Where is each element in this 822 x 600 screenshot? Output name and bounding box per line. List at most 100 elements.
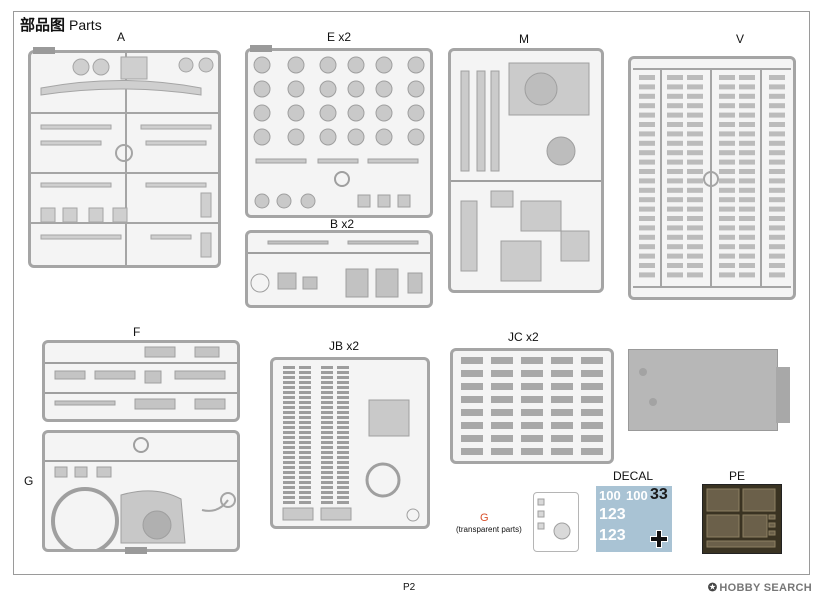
track-link [461, 409, 483, 416]
track-link [283, 456, 295, 459]
track-link [719, 216, 735, 221]
page-number: P2 [403, 582, 416, 593]
track-link [687, 178, 703, 184]
track-link [283, 491, 295, 494]
track-link [769, 103, 785, 109]
track-link [299, 401, 311, 404]
label-sprue-jb: JB x2 [329, 339, 360, 353]
track-link [321, 426, 333, 429]
track-link [299, 436, 311, 439]
track-link [667, 84, 683, 90]
balkenkreuz-icon [650, 530, 668, 548]
track-link [667, 122, 683, 127]
track-link [321, 466, 333, 469]
track-link [719, 93, 735, 99]
track-link [639, 206, 655, 212]
track-link [337, 441, 349, 444]
track-link [719, 159, 735, 165]
track-link [321, 481, 333, 484]
track-link [337, 461, 349, 464]
track-link [491, 370, 513, 377]
track-link [639, 225, 655, 231]
title-cn: 部品图 [20, 17, 66, 34]
track-link [639, 272, 655, 278]
track-link [299, 466, 311, 469]
track-link [739, 216, 755, 221]
track-link [639, 131, 655, 137]
track-link [551, 409, 573, 416]
track-link [739, 103, 755, 109]
decal-100-b: 100 [626, 488, 648, 503]
track-link [739, 253, 755, 259]
sprue-jb [270, 357, 430, 529]
track-link [283, 486, 295, 489]
track-link [639, 140, 655, 146]
track-link [719, 75, 735, 80]
track-link [337, 381, 349, 384]
label-g-transparent: (transparent parts) [456, 525, 522, 534]
track-link [283, 416, 295, 419]
track-link [687, 159, 703, 165]
track-link [521, 357, 543, 364]
track-link [299, 366, 311, 369]
track-link [769, 93, 785, 99]
track-link [321, 366, 333, 369]
track-link [739, 75, 755, 80]
track-link [321, 436, 333, 439]
track-link [461, 383, 483, 390]
track-link [739, 187, 755, 193]
hobby-search-watermark: ✪HOBBY SEARCH [708, 581, 812, 594]
track-link [299, 446, 311, 449]
track-link [639, 169, 655, 174]
track-link [283, 431, 295, 434]
label-sprue-a: A [117, 30, 126, 44]
track-link [337, 386, 349, 389]
track-link [337, 481, 349, 484]
track-link [769, 225, 785, 231]
track-link [719, 272, 735, 278]
track-link [337, 401, 349, 404]
track-link [739, 263, 755, 268]
sprue-g-tag [125, 547, 147, 554]
track-link [283, 371, 295, 374]
track-link [299, 461, 311, 464]
track-link [337, 406, 349, 409]
sprue-g-runner [201, 492, 236, 512]
track-link [491, 396, 513, 403]
track-link [321, 401, 333, 404]
track-link [299, 391, 311, 394]
track-link [551, 422, 573, 429]
track-link [337, 366, 349, 369]
track-link [719, 169, 735, 174]
track-link [283, 401, 295, 404]
track-link [639, 122, 655, 127]
track-link [769, 253, 785, 259]
label-sprue-jc: JC x2 [508, 330, 539, 344]
track-link [769, 140, 785, 146]
track-link [769, 197, 785, 203]
track-link [581, 422, 603, 429]
track-link [337, 471, 349, 474]
track-link [667, 206, 683, 212]
track-link [491, 409, 513, 416]
track-link [299, 421, 311, 424]
track-link [321, 406, 333, 409]
track-link [739, 84, 755, 90]
track-link [283, 466, 295, 469]
track-link [667, 178, 683, 184]
track-link [461, 370, 483, 377]
track-link [739, 197, 755, 203]
track-link [321, 491, 333, 494]
track-link [719, 263, 735, 268]
track-link [299, 386, 311, 389]
track-link [283, 376, 295, 379]
track-link [283, 366, 295, 369]
clear-sprue-parts [537, 498, 571, 540]
track-link [283, 461, 295, 464]
track-link [769, 122, 785, 127]
track-link [667, 112, 683, 118]
track-link [283, 411, 295, 414]
track-link [639, 150, 655, 156]
track-link [667, 103, 683, 109]
track-link [321, 386, 333, 389]
